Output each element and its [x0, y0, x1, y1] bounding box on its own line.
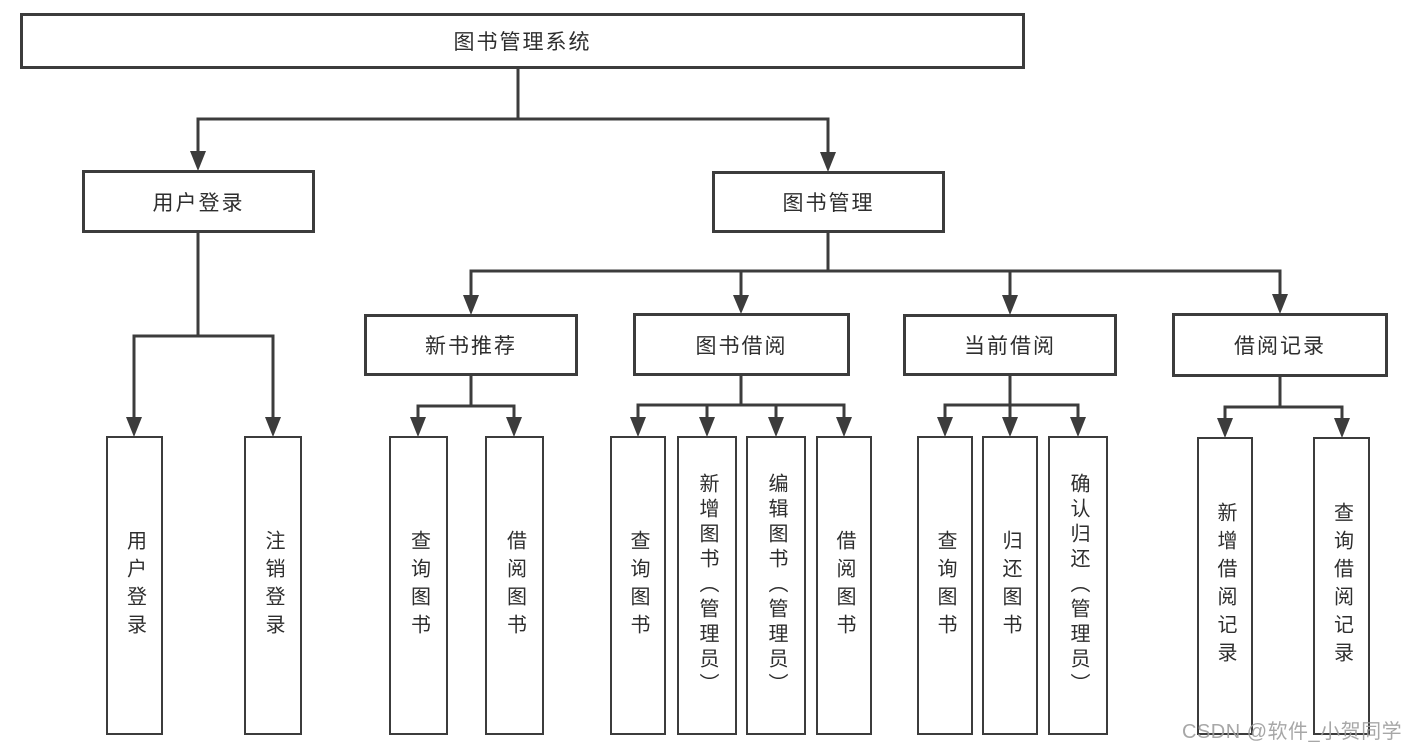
node-user-login: 用户登录 [82, 170, 315, 233]
arrowhead-icons [126, 151, 1350, 438]
leaf-confirm-return-admin: 确认归还（管理员） [1048, 436, 1108, 735]
leaf-confirm-return-admin-label: 确认归还（管理员） [1067, 473, 1089, 698]
leaf-query-book-borrow-label: 查询图书 [627, 529, 649, 642]
node-book-management: 图书管理 [712, 171, 945, 233]
leaf-borrow-book-new-label: 借阅图书 [503, 529, 526, 642]
node-current-borrow: 当前借阅 [903, 314, 1117, 376]
node-book-borrow: 图书借阅 [633, 313, 850, 376]
node-user-login-label: 用户登录 [152, 191, 245, 215]
node-current-borrow-label: 当前借阅 [964, 335, 1056, 358]
node-root-label: 图书管理系统 [453, 31, 592, 54]
leaf-user-login: 用户登录 [106, 436, 163, 735]
leaf-add-book-admin: 新增图书（管理员） [677, 436, 737, 735]
leaf-return-book-label: 归还图书 [999, 529, 1021, 642]
leaf-query-book-borrow: 查询图书 [610, 436, 666, 735]
leaf-user-login-label: 用户登录 [123, 529, 146, 642]
leaf-return-book: 归还图书 [982, 436, 1038, 735]
leaf-add-book-admin-label: 新增图书（管理员） [696, 473, 718, 698]
leaf-query-borrow-record: 查询借阅记录 [1313, 437, 1370, 735]
node-root: 图书管理系统 [20, 13, 1025, 69]
node-book-borrow-label: 图书借阅 [695, 334, 788, 358]
leaf-edit-book-admin: 编辑图书（管理员） [746, 436, 806, 735]
leaf-query-book-new-label: 查询图书 [407, 529, 430, 642]
leaf-edit-book-admin-label: 编辑图书（管理员） [765, 473, 787, 698]
leaf-borrow-book-new: 借阅图书 [485, 436, 544, 735]
node-new-book-recommend-label: 新书推荐 [425, 335, 517, 358]
csdn-watermark: CSDN @软件_小贺同学 [1182, 721, 1403, 743]
leaf-query-book-new: 查询图书 [389, 436, 448, 735]
leaf-add-borrow-record: 新增借阅记录 [1197, 437, 1253, 735]
leaf-add-borrow-record-label: 新增借阅记录 [1214, 502, 1236, 670]
node-new-book-recommend: 新书推荐 [364, 314, 578, 376]
node-book-management-label: 图书管理 [782, 192, 875, 215]
node-borrow-record-label: 借阅记录 [1234, 335, 1326, 358]
leaf-query-book-current: 查询图书 [917, 436, 973, 735]
leaf-query-borrow-record-label: 查询借阅记录 [1330, 502, 1353, 670]
node-borrow-record: 借阅记录 [1172, 313, 1388, 377]
leaf-logout: 注销登录 [244, 436, 302, 735]
leaf-borrow-book-label: 借阅图书 [833, 529, 855, 642]
leaf-query-book-current-label: 查询图书 [934, 529, 956, 642]
leaf-logout-label: 注销登录 [262, 529, 284, 642]
leaf-borrow-book: 借阅图书 [816, 436, 872, 735]
